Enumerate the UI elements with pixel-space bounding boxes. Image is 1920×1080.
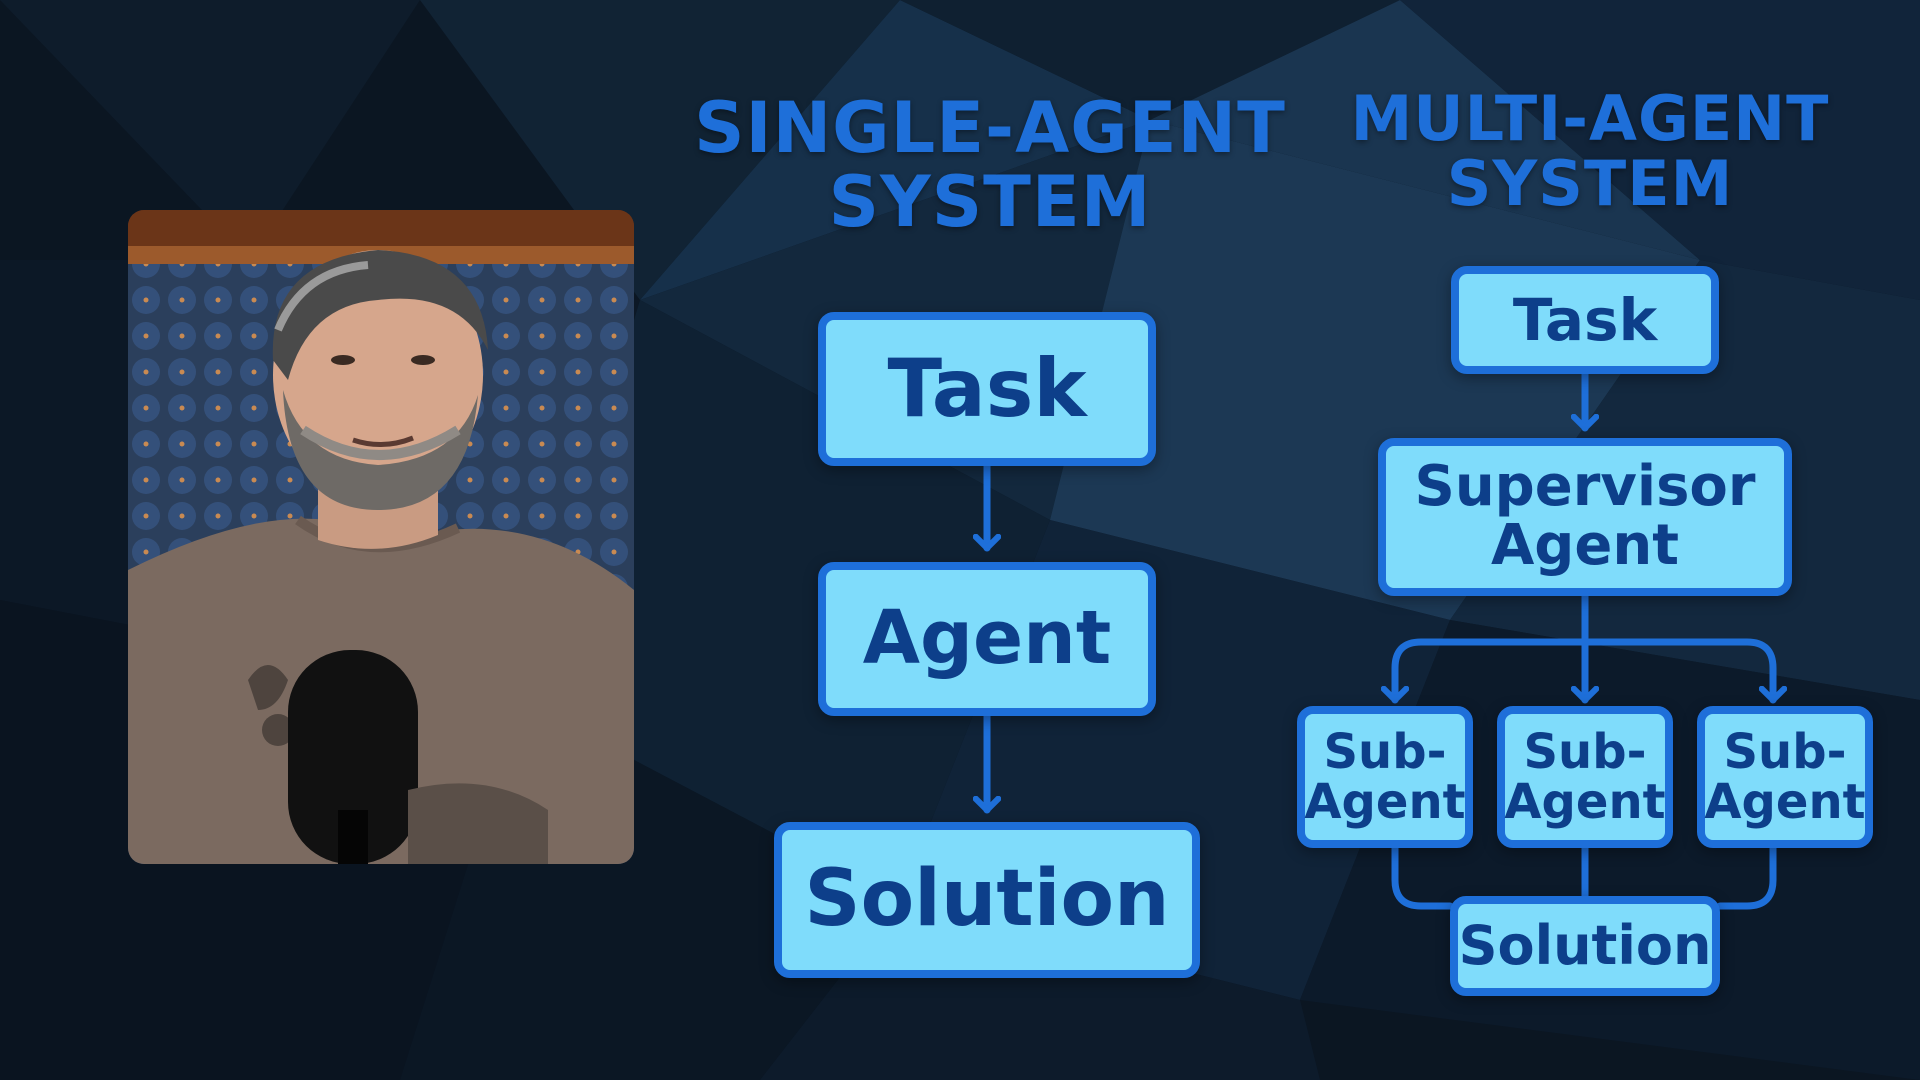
presenter-webcam [128, 210, 634, 864]
sub-agent-node-2: Sub- Agent [1497, 706, 1673, 848]
sub-agent-1-line1: Sub- [1323, 723, 1447, 780]
single-agent-node: Agent [818, 562, 1156, 716]
single-agent-title-line2: SYSTEM [828, 160, 1152, 243]
single-solution-node: Solution [774, 822, 1200, 978]
sub-agent-node-1: Sub- Agent [1297, 706, 1473, 848]
sub-agent-1-line2: Agent [1304, 774, 1466, 830]
sub-agent-3-line1: Sub- [1723, 723, 1847, 780]
sub-agent-2-line2: Agent [1504, 774, 1666, 830]
multi-solution-node: Solution [1450, 896, 1720, 996]
presenter-webcam-icon [128, 210, 634, 864]
single-task-node: Task [818, 312, 1156, 466]
sub-agent-node-3: Sub- Agent [1697, 706, 1873, 848]
multi-task-node: Task [1451, 266, 1719, 374]
single-agent-title-line1: SINGLE-AGENT [694, 87, 1286, 169]
sub-agent-3-line2: Agent [1704, 774, 1866, 830]
multi-task-label: Task [1512, 285, 1658, 354]
supervisor-label-line2: Agent [1490, 513, 1680, 578]
multi-agent-title-line2: SYSTEM [1446, 147, 1734, 221]
single-agent-title: SINGLE-AGENT SYSTEM [690, 87, 1290, 243]
single-solution-label: Solution [804, 854, 1170, 945]
multi-agent-title: MULTI-AGENT SYSTEM [1320, 86, 1860, 216]
multi-solution-label: Solution [1458, 913, 1712, 977]
supervisor-label-line1: Supervisor [1414, 454, 1756, 520]
supervisor-agent-node: Supervisor Agent [1378, 438, 1792, 596]
single-task-label: Task [887, 342, 1087, 435]
multi-agent-title-line1: MULTI-AGENT [1350, 82, 1830, 155]
single-agent-label: Agent [862, 595, 1112, 682]
sub-agent-2-line1: Sub- [1523, 723, 1647, 780]
